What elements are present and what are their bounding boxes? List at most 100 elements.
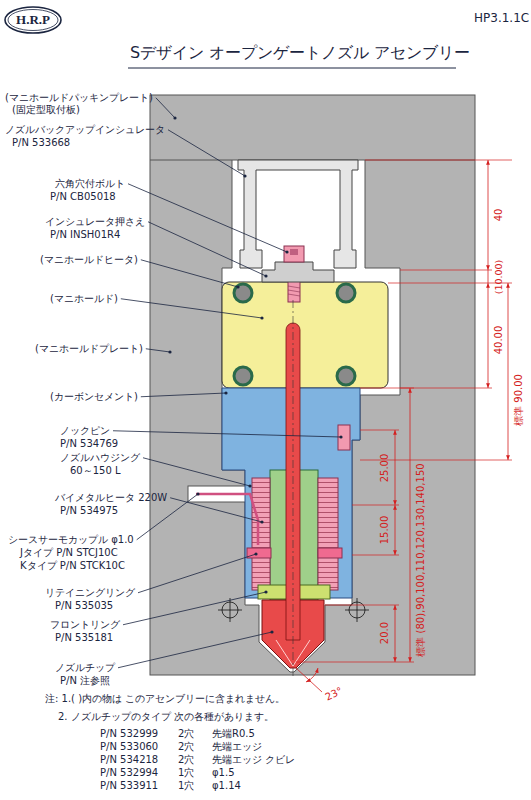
part-label: 60～150 L (70, 465, 121, 477)
dimension: 25.00 (379, 454, 391, 483)
table-cell: 2穴 (178, 741, 194, 753)
part-label: (マニホールドプレート) (35, 343, 143, 355)
leader-line (138, 554, 256, 593)
table-cell: 1穴 (178, 767, 194, 779)
title-underline (128, 68, 456, 69)
table-cell: 1穴 (178, 780, 194, 792)
leader-line (146, 349, 170, 352)
dimension: 標準 (80),90,100,110,120,130,140,150 (415, 463, 427, 656)
leader-dot (236, 285, 239, 288)
leader-line (113, 431, 341, 437)
table-cell: φ1.14 (212, 780, 241, 792)
leader-dot (264, 590, 267, 593)
part-label: バイメタルヒータ 220W (55, 492, 167, 504)
part-label: Kタイプ P/N STCK10C (20, 560, 125, 572)
part-label: ノズルバックアップインシュレータ (5, 124, 165, 136)
band-heater (318, 478, 338, 590)
leader-dot (270, 630, 273, 633)
leader-dot (173, 116, 176, 119)
part-label: P/N CB05018 (50, 191, 116, 203)
band-heater (252, 478, 270, 590)
table-cell: P/N 533911 (100, 780, 158, 792)
note: 2. ノズルチップのタイプ 次の各種があります。 (58, 711, 274, 723)
part-label: P/N 534975 (60, 505, 118, 517)
manifold (222, 282, 388, 388)
leader-line (121, 299, 262, 318)
logo-oval (8, 10, 58, 31)
part-label: Jタイプ P/N STCJ10C (20, 547, 118, 559)
part-label: (マニホールドパッキンプレート) (5, 92, 153, 104)
leader-dot (196, 492, 199, 495)
table-cell: P/N 532994 (100, 767, 158, 779)
title: Sデザイン オープンゲートノズル アセンブリー (130, 44, 470, 62)
note: 注: 1.( )内の物は このアセンブリーに含まれません。 (45, 693, 285, 705)
retaining-ring (247, 548, 271, 558)
centre-line (293, 300, 294, 678)
leader-dot (224, 391, 227, 394)
table-cell: 2穴 (178, 728, 194, 740)
dimension: (10.00) (494, 260, 505, 295)
table-cell: 先端エッジ (212, 741, 262, 753)
table-cell: φ1.5 (212, 767, 235, 779)
retaining-ring (318, 548, 342, 558)
leader-dot (285, 250, 288, 253)
part-label: シースサーモカップル φ1.0 (8, 534, 134, 546)
part-label: P/N 533668 (12, 137, 70, 149)
leader-line (128, 184, 287, 252)
knock-pin (338, 425, 350, 450)
leader-line (141, 393, 226, 397)
part-label: ノズルハウジング (60, 452, 140, 464)
thermocouple-wire (196, 494, 258, 545)
insulator-press (262, 262, 334, 282)
leader-dot (168, 350, 171, 353)
leader-line (156, 98, 175, 118)
part-label: 六角穴付ボルト (55, 178, 125, 190)
leader-line (123, 592, 266, 625)
part-label: (マニホールドヒータ) (40, 254, 138, 266)
dimension: 標準 90.00 (513, 374, 525, 426)
part-label: インシュレータ押さえ (45, 216, 145, 228)
part-label: (固定型取付板) (12, 104, 80, 116)
hex-bolt-head (284, 246, 304, 262)
part-label: ノックピン (60, 425, 110, 437)
table-cell: P/N 534218 (100, 754, 158, 766)
dimension: 20.0 (379, 622, 391, 644)
table-cell: 先端エッジ クビレ (212, 754, 295, 766)
leader-line (170, 498, 262, 522)
leader-dot (260, 316, 263, 319)
table-cell: P/N 533060 (100, 741, 158, 753)
table-cell: 2穴 (178, 754, 194, 766)
leader-dot (339, 435, 342, 438)
dimension: 40.00 (493, 326, 505, 355)
leader-line (168, 130, 245, 176)
leader-dot (260, 520, 263, 523)
table-cell: P/N 532999 (100, 728, 158, 740)
backup-insulator (238, 160, 358, 268)
logo-text: H.R.P (16, 13, 50, 28)
part-label: P/N 535181 (55, 632, 113, 644)
part-label: P/N 注参照 (60, 675, 110, 687)
dimension: 15.00 (379, 516, 391, 545)
leader-line (148, 222, 266, 276)
part-label: P/N 535035 (55, 600, 113, 612)
part-label: P/N 534769 (60, 438, 118, 450)
hex-socket (290, 249, 298, 255)
extension-line (296, 160, 512, 662)
leader-dot (264, 274, 267, 277)
leader-dot (254, 552, 257, 555)
leader-line (143, 458, 250, 486)
leader-line (118, 632, 272, 668)
part-label: フロントリング (50, 619, 120, 631)
leader-dot (248, 484, 251, 487)
mould-plate (150, 95, 475, 675)
part-label: リテイニングリング (45, 587, 135, 599)
leader-line (141, 260, 238, 287)
drawing-number: HP3.1.1C (474, 12, 529, 26)
part-label: ノズルチップ (55, 662, 115, 674)
mould-cavity (222, 160, 400, 672)
part-label: (カーボンセメント) (50, 391, 138, 403)
dimension-line (296, 160, 508, 692)
part-label: (マニホールド) (50, 293, 118, 305)
table-cell: 先端R0.5 (212, 728, 255, 740)
bolt-thread (288, 286, 300, 296)
